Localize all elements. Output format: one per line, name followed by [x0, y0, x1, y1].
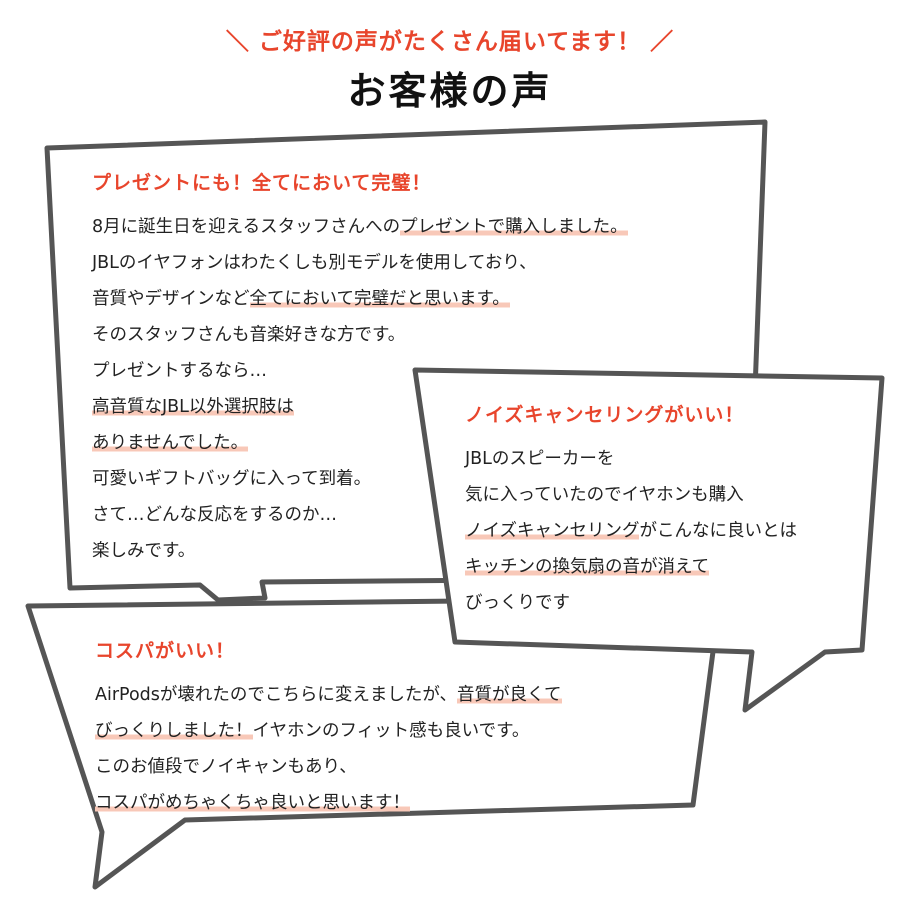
review-line: キッチンの換気扇の音が消えて	[465, 549, 797, 585]
review-line: ノイズキャンセリングがこんなに良いとは	[465, 513, 797, 549]
review-line: JBLのイヤフォンはわたくしも別モデルを使用しており、	[92, 245, 628, 281]
review-body: AirPodsが壊れたのでこちらに変えましたが、音質が良くてびっくりしました！イ…	[95, 677, 562, 821]
review-text: JBLのスピーカーを	[465, 449, 615, 469]
review-text: 音質やデザインなど	[92, 289, 250, 309]
review-text: 楽しみです。	[92, 541, 196, 561]
review-heading: コスパがいい！	[95, 640, 236, 662]
review-card-2: ノイズキャンセリングがいい！ JBLのスピーカーを気に入っていたのでイヤホンも購…	[465, 400, 797, 621]
review-text: びっくりです	[465, 593, 570, 613]
highlighted-text: 高音質なJBL以外選択肢は	[92, 397, 294, 417]
review-line: 8月に誕生日を迎えるスタッフさんへのプレゼントで購入しました。	[92, 209, 628, 245]
review-line: さて…どんな反応をするのか…	[92, 497, 628, 533]
review-text: がこんなに良いとは	[639, 521, 797, 541]
review-text: イヤホンのフィット感も良いです。	[252, 721, 530, 741]
review-body: 8月に誕生日を迎えるスタッフさんへのプレゼントで購入しました。 JBLのイヤフォン…	[92, 209, 628, 569]
highlighted-text: コスパがめちゃくちゃ良いと思います！	[95, 793, 410, 813]
highlighted-text: びっくりしました！	[95, 721, 253, 741]
review-text: 8月に誕生日を迎えるスタッフさんへの	[92, 217, 401, 237]
review-line: コスパがめちゃくちゃ良いと思います！	[95, 785, 562, 821]
page-title: お客様の声	[347, 69, 553, 113]
review-heading: ノイズキャンセリングがいい！	[465, 404, 745, 426]
review-line: 気に入っていたのでイヤホンも購入	[465, 477, 797, 513]
review-line: JBLのスピーカーを	[465, 441, 797, 477]
review-line: 楽しみです。	[92, 533, 628, 569]
review-line: びっくりしました！イヤホンのフィット感も良いです。	[95, 713, 562, 749]
review-line: 音質やデザインなど全てにおいて完璧だと思います。	[92, 281, 628, 317]
review-body: JBLのスピーカーを気に入っていたのでイヤホンも購入ノイズキャンセリングがこんな…	[465, 441, 797, 621]
review-text: さて…どんな反応をするのか…	[92, 505, 337, 525]
highlighted-text: ノイズキャンセリング	[465, 521, 640, 541]
highlighted-text: ありませんでした。	[92, 433, 249, 453]
highlighted-text: 音質が良くて	[457, 685, 562, 705]
review-text: JBLのイヤフォンはわたくしも別モデルを使用しており、	[92, 253, 537, 273]
review-line: びっくりです	[465, 585, 797, 621]
review-card-3: コスパがいい！ AirPodsが壊れたのでこちらに変えましたが、音質が良くてびっ…	[95, 636, 562, 821]
review-text: AirPodsが壊れたのでこちらに変えましたが、	[95, 685, 458, 705]
review-text: 気に入っていたのでイヤホンも購入	[465, 485, 744, 505]
review-card-1: プレゼントにも！全てにおいて完璧！ 8月に誕生日を迎えるスタッフさんへのプレゼン…	[92, 168, 628, 569]
review-heading: プレゼントにも！全てにおいて完璧！	[92, 172, 432, 194]
review-line: そのスタッフさんも音楽好きな方です。	[92, 317, 628, 353]
header-subtitle: ＼ ご好評の声がたくさん届いてます！ ／	[225, 29, 675, 55]
review-text: そのスタッフさんも音楽好きな方です。	[92, 325, 406, 345]
review-line: このお値段でノイキャンもあり、	[95, 749, 562, 785]
highlighted-text: 全てにおいて完璧だと思います。	[249, 289, 510, 309]
review-line: プレゼントするなら…	[92, 353, 628, 389]
highlighted-text: キッチンの換気扇の音が消えて	[465, 557, 710, 577]
review-text: このお値段でノイキャンもあり、	[95, 757, 357, 777]
speech-bubble-2	[412, 367, 885, 713]
review-line: AirPodsが壊れたのでこちらに変えましたが、音質が良くて	[95, 677, 562, 713]
review-text: 可愛いギフトバッグに入って到着。	[92, 469, 372, 489]
highlighted-text: プレゼントで購入しました。	[400, 217, 628, 237]
review-text: プレゼントするなら…	[92, 361, 267, 381]
review-line: ありませんでした。	[92, 425, 628, 461]
review-line: 可愛いギフトバッグに入って到着。	[92, 461, 628, 497]
review-line: 高音質なJBL以外選択肢は	[92, 389, 628, 425]
